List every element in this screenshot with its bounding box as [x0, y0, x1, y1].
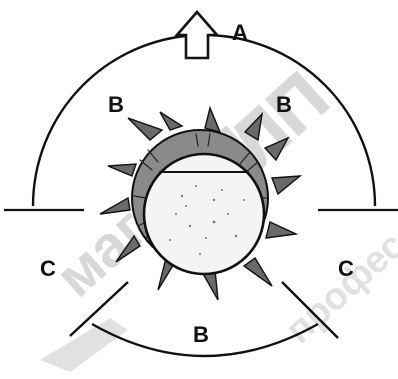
watermark-pen-shape [40, 318, 128, 372]
watermark-text-small: профес [278, 224, 398, 352]
up-arrow-icon [177, 12, 217, 58]
label-c-right: C [338, 256, 354, 281]
label-b-upper-left: B [108, 92, 124, 117]
label-b-upper-right: B [276, 92, 292, 117]
label-c-left: C [40, 256, 56, 281]
label-a-top: A [232, 20, 248, 45]
label-b-lower-center: B [193, 322, 209, 347]
